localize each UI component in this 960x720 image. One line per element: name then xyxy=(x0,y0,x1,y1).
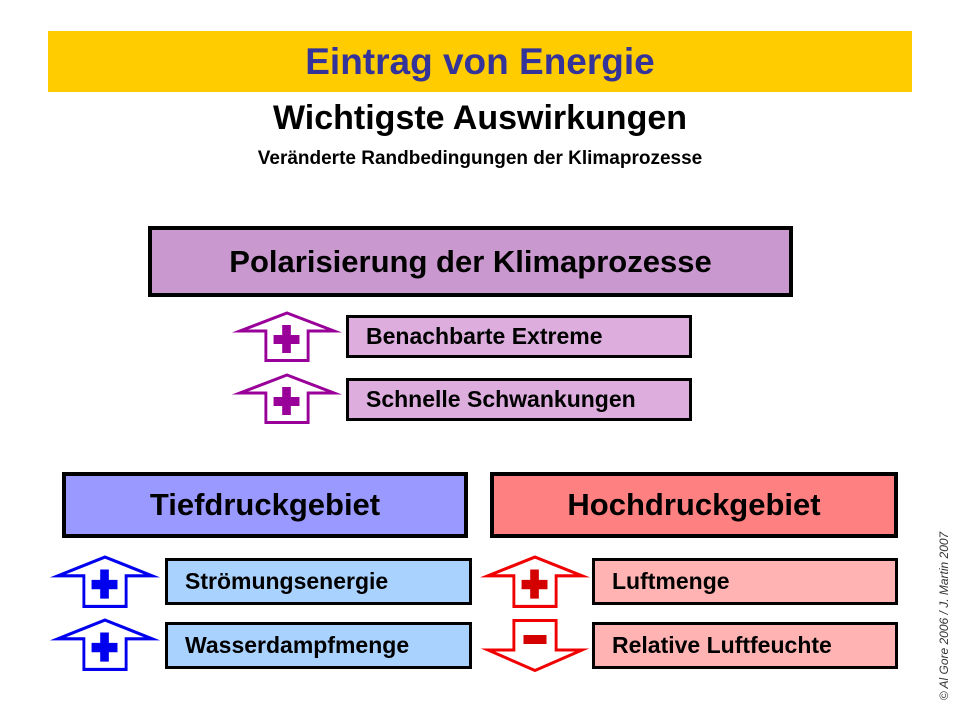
effect-box: Luftmenge xyxy=(592,558,898,605)
effect-label: Strömungsenergie xyxy=(185,568,389,594)
main-heading: Wichtigste Auswirkungen xyxy=(272,99,688,137)
copyright-note: © Al Gore 2006 / J. Martin 2007 xyxy=(937,531,951,701)
effect-box: Relative Luftfeuchte xyxy=(592,622,898,669)
effect-label: Benachbarte Extreme xyxy=(366,323,603,349)
polarisierung-title-box: Polarisierung der Klimaprozesse xyxy=(148,226,793,297)
effect-label: Relative Luftfeuchte xyxy=(612,632,832,658)
effect-box: Wasserdampfmenge xyxy=(165,622,472,669)
up-arrow-plus-icon xyxy=(49,555,161,608)
effect-label: Schnelle Schwankungen xyxy=(366,386,636,412)
effect-box: Schnelle Schwankungen xyxy=(346,378,692,421)
up-arrow-plus-icon xyxy=(231,373,343,424)
effect-box: Benachbarte Extreme xyxy=(346,315,692,358)
hochdruck-title-box: Hochdruckgebiet xyxy=(490,472,898,538)
up-arrow-plus-icon xyxy=(49,618,161,671)
hochdruck-title: Hochdruckgebiet xyxy=(567,487,821,522)
polarisierung-title: Polarisierung der Klimaprozesse xyxy=(229,243,712,279)
effect-box: Strömungsenergie xyxy=(165,558,472,605)
up-arrow-plus-icon xyxy=(479,555,591,608)
tiefdruck-title: Tiefdruckgebiet xyxy=(149,487,381,522)
effect-label: Luftmenge xyxy=(612,568,730,594)
tiefdruck-title-box: Tiefdruckgebiet xyxy=(62,472,468,538)
up-arrow-plus-icon xyxy=(231,311,343,362)
sub-heading: Veränderte Randbedingungen der Klimaproz… xyxy=(257,148,703,169)
banner-title: Eintrag von Energie xyxy=(305,40,655,82)
down-arrow-minus-icon xyxy=(480,619,590,673)
effect-label: Wasserdampfmenge xyxy=(185,632,410,658)
title-banner: Eintrag von Energie xyxy=(48,31,912,92)
